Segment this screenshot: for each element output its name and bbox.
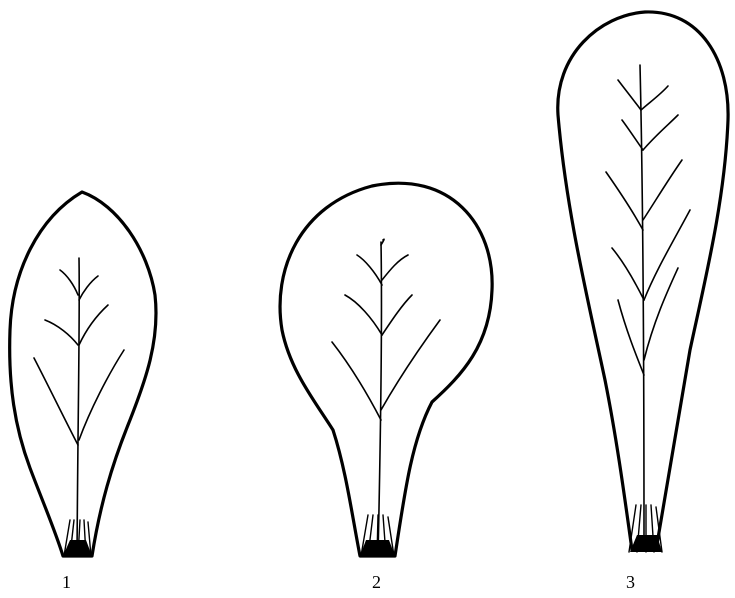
- leaf-2-outline: [280, 183, 492, 556]
- leaf-2: [280, 183, 492, 556]
- leaf-1: [10, 192, 156, 556]
- leaf-3-base: [629, 505, 662, 552]
- leaf-2-base: [360, 515, 395, 556]
- leaf-1-outline: [10, 192, 156, 556]
- leaf-3-veins: [606, 65, 690, 540]
- leaf-1-label: 1: [62, 572, 71, 592]
- leaf-3-label: 3: [626, 572, 635, 592]
- leaf-2-label: 2: [372, 572, 381, 592]
- leaf-3: [558, 12, 728, 552]
- leaf-2-veins: [332, 239, 440, 556]
